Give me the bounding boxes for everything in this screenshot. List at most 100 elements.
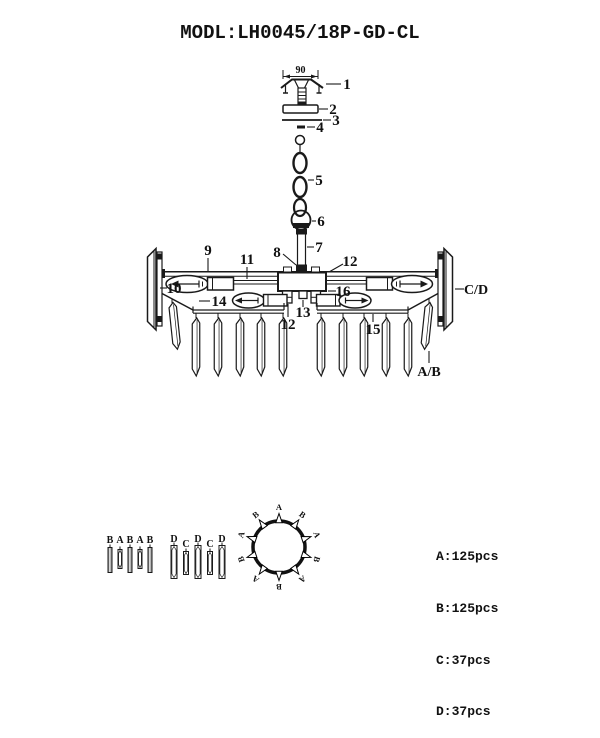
- crystal-piece-d: [194, 542, 202, 579]
- arrow-right-icon: [361, 297, 369, 304]
- legend-letter: B: [107, 535, 114, 546]
- right-end-plate: [437, 246, 454, 332]
- legend-letter: B: [127, 535, 134, 546]
- ring-letter: A: [276, 502, 283, 512]
- ring-pendant-mark: [245, 550, 258, 559]
- legend-letter: A: [136, 535, 144, 546]
- connector-ring: [290, 209, 312, 231]
- callout-9: 9: [204, 243, 212, 259]
- legend-letter: C: [182, 539, 189, 550]
- crystal-pendants-left: [191, 313, 288, 377]
- legend-letter: D: [218, 534, 225, 545]
- assembly-diagram: 90: [107, 65, 489, 592]
- ring-letter: A: [235, 529, 247, 539]
- ring-letter: B: [250, 509, 261, 521]
- crystal-piece-b: [147, 543, 153, 574]
- callout-7: 7: [315, 240, 323, 256]
- dimension-marker: 90: [282, 65, 319, 79]
- ring-pendant-mark: [300, 550, 313, 559]
- arrow-left-icon: [171, 280, 179, 288]
- outer-crystal-left: [167, 298, 182, 351]
- callout-labels: 1 2 3 4 5 6 7 8 9 10 11 12 12 13 14 15 1…: [167, 77, 489, 380]
- lower-bar-left: [192, 303, 285, 314]
- parts-count-a: A:125pcs: [436, 549, 499, 565]
- ring-letter: B: [235, 555, 246, 564]
- code-cd: C/D: [464, 283, 488, 298]
- callout-15: 15: [366, 322, 381, 338]
- callout-10: 10: [167, 281, 182, 297]
- chain-hook: [294, 134, 306, 146]
- bulb-outer-left: [165, 274, 209, 294]
- crystal-pendant: [191, 317, 201, 377]
- crystal-piece-d: [218, 542, 226, 579]
- center-tab: [298, 290, 308, 300]
- ring-letter: A: [296, 574, 308, 586]
- legend-crystal-sizes: B A B A B D C D C D: [107, 534, 226, 579]
- callout-4: 4: [316, 120, 324, 136]
- crystal-pendant: [235, 317, 245, 377]
- callout-11: 11: [240, 252, 254, 268]
- ring-pendant-mark: [258, 563, 269, 576]
- callout-14: 14: [212, 294, 228, 310]
- legend-letter: B: [147, 535, 154, 546]
- crystal-pendant: [403, 317, 413, 377]
- callout-16: 16: [336, 284, 352, 300]
- callout-13: 13: [296, 305, 311, 321]
- crystal-piece-c: [207, 548, 213, 575]
- right-strut: [407, 292, 439, 311]
- left-strut: [161, 292, 194, 311]
- ring-pendant-mark: [258, 518, 269, 531]
- callout-8: 8: [273, 245, 281, 261]
- ring-letter: B: [311, 555, 322, 564]
- ring-letter: B: [276, 582, 282, 592]
- ring-pendant-mark: [289, 563, 300, 576]
- dimension-label: 90: [296, 65, 306, 76]
- lower-bar-right: [316, 303, 409, 314]
- ring-letter: A: [311, 530, 323, 540]
- ring-pendant-mark: [245, 535, 258, 544]
- parts-count-list: A:125pcs B:125pcs C:37pcs D:37pcs: [436, 514, 498, 738]
- ring-pendant-mark: [300, 535, 313, 544]
- ring-letter: B: [297, 509, 308, 521]
- crystal-piece-d: [170, 542, 178, 579]
- ring-pendant-mark: [289, 518, 300, 531]
- arrow-right-icon: [420, 280, 428, 288]
- crystal-piece-b: [107, 543, 113, 574]
- code-ab: A/B: [417, 365, 440, 380]
- callout-12: 12: [343, 254, 358, 270]
- inner-rod-left: [233, 280, 278, 285]
- crystal-piece-a: [137, 546, 143, 569]
- parts-count-b: B:125pcs: [436, 601, 499, 617]
- stem-rod: [296, 228, 307, 273]
- callout-12b: 12: [281, 317, 296, 333]
- legend-letter: A: [116, 535, 124, 546]
- socket-outer-left: [206, 276, 235, 291]
- legend-letter: C: [206, 539, 213, 550]
- bulb-inner-left: [231, 292, 266, 309]
- crystal-piece-b: [127, 543, 133, 574]
- leader-lines: [160, 83, 464, 363]
- ceiling-canopy: [282, 104, 319, 114]
- inner-rod-right: [326, 280, 367, 285]
- crystal-pendant: [256, 317, 266, 377]
- crystal-pendant: [316, 317, 326, 377]
- callout-5: 5: [315, 173, 323, 189]
- callout-1: 1: [343, 77, 351, 93]
- model-title: MODL:LH0045/18P-GD-CL: [180, 22, 420, 44]
- bulb-inner-right: [338, 292, 372, 309]
- crystal-pendants-right: [316, 313, 413, 377]
- ring-letter: A: [249, 573, 261, 585]
- crystal-piece-a: [117, 546, 123, 569]
- crystal-pendant: [381, 317, 391, 377]
- arrow-left-icon: [235, 297, 242, 304]
- outer-crystal-right: [420, 298, 434, 351]
- callout-3: 3: [332, 113, 340, 129]
- legend-letter: D: [194, 534, 201, 545]
- callout-2: 2: [329, 102, 337, 118]
- socket-outer-right: [365, 276, 394, 291]
- ceiling-bracket: [280, 78, 324, 105]
- bulb-outer-right: [390, 274, 434, 294]
- ring-pendant-mark: [275, 570, 283, 583]
